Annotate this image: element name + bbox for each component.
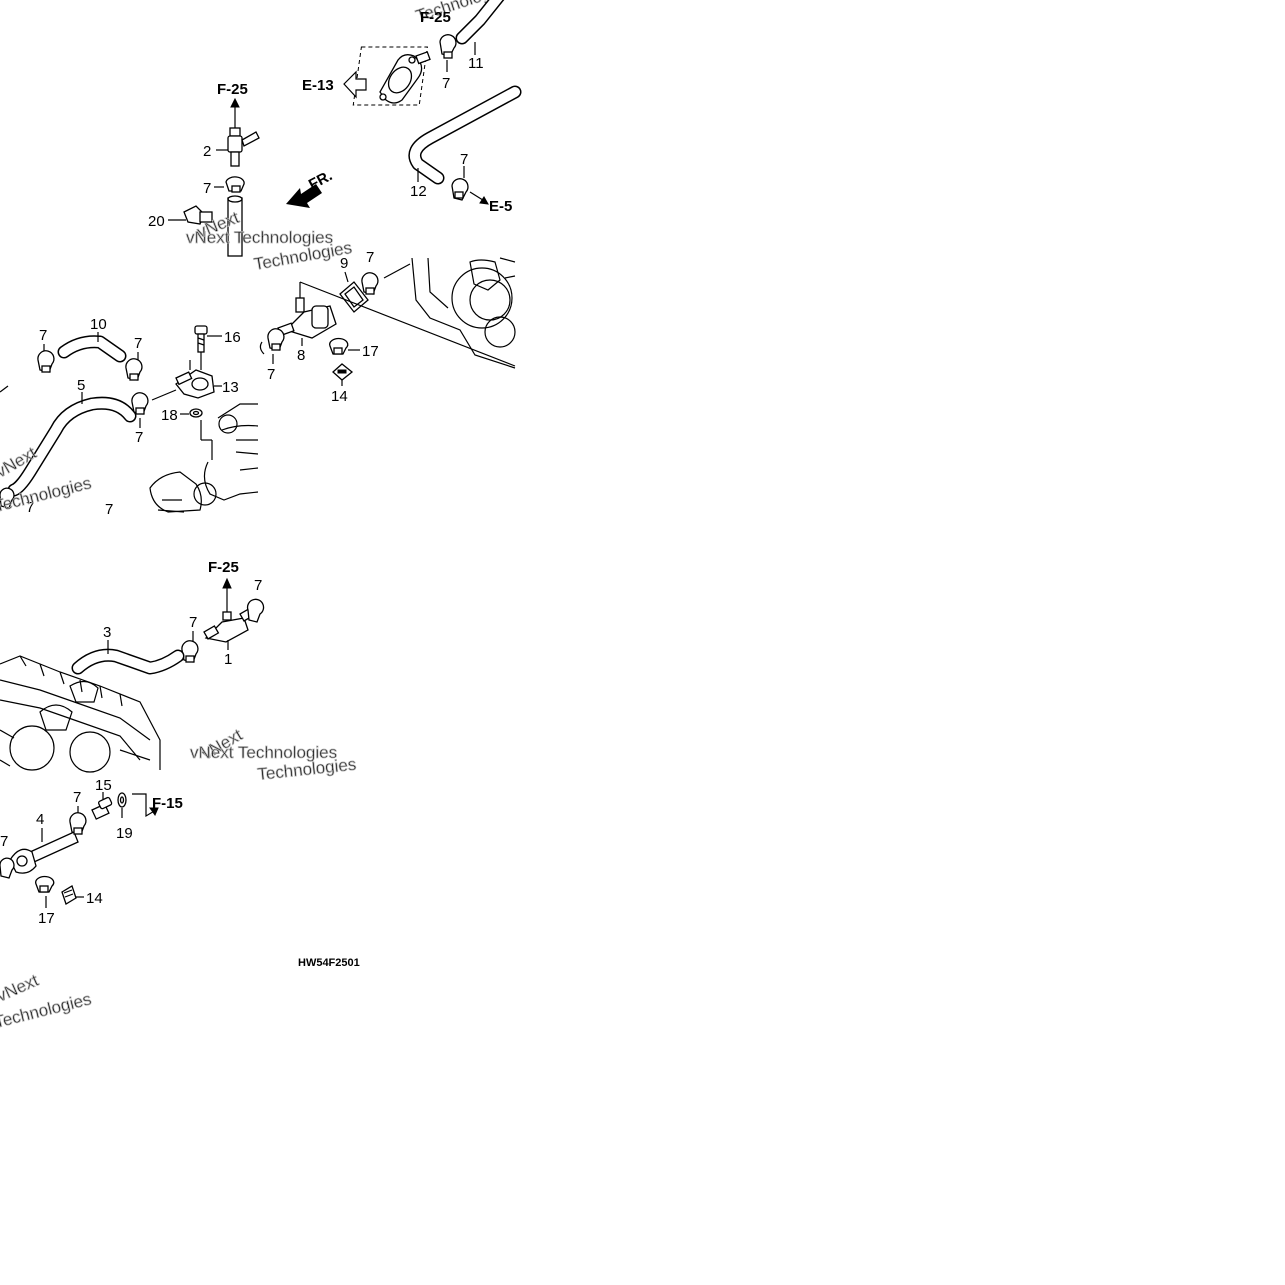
label-4: 4 — [36, 811, 44, 828]
clamp-icon — [267, 328, 285, 351]
connector-8 — [277, 297, 337, 339]
throttle-body — [149, 403, 259, 513]
arrow-up-icon — [222, 577, 232, 589]
ref-e13: E-13 — [302, 77, 334, 94]
label-7-g: 7 — [134, 335, 142, 352]
clamp-icon — [181, 640, 199, 663]
clamp-icon — [439, 34, 457, 59]
ref-f15: F-15 — [152, 795, 183, 812]
label-7-n: 7 — [73, 789, 81, 806]
arrow-icon — [479, 196, 489, 205]
label-18: 18 — [161, 407, 178, 424]
bolt-16 — [194, 325, 208, 353]
label-7-j: 7 — [105, 501, 113, 518]
clamp-17 — [329, 337, 349, 355]
label-14-a: 14 — [331, 388, 348, 405]
label-11: 11 — [468, 55, 484, 72]
label-3: 3 — [103, 624, 111, 641]
panel-top: Technologies F-25 11 7 E-13 12 — [148, 0, 522, 257]
label-10: 10 — [90, 316, 107, 333]
watermark-text: vNext — [0, 971, 42, 1006]
label-14-b: 14 — [86, 890, 103, 907]
label-17-b: 17 — [38, 910, 55, 927]
label-7-c: 7 — [203, 180, 211, 197]
label-15: 15 — [95, 777, 112, 794]
label-13: 13 — [222, 379, 239, 396]
fitting-15 — [91, 796, 113, 820]
label-9: 9 — [340, 255, 348, 272]
ref-f25-top-right: F-25 — [420, 9, 451, 26]
water-outlet-13 — [175, 369, 215, 399]
panel-left-middle: 10 7 7 16 — [0, 316, 259, 518]
clamp-icon — [246, 598, 265, 623]
clip-20 — [183, 205, 213, 225]
three-way-joint-2 — [227, 127, 260, 167]
label-1: 1 — [224, 651, 232, 668]
ref-f25-lower: F-25 — [208, 559, 239, 576]
ref-e5: E-5 — [489, 198, 512, 215]
watermark-text: Technologies — [0, 473, 93, 515]
label-7-m: 7 — [0, 833, 8, 850]
clamp-icon — [0, 487, 15, 509]
label-7-e: 7 — [267, 366, 275, 383]
clamp-icon — [225, 176, 245, 193]
label-7-a: 7 — [442, 75, 450, 92]
panel-left-lower: F-25 1 7 7 3 — [0, 559, 358, 784]
label-20: 20 — [148, 213, 165, 230]
panel-bottom: 4 7 17 14 7 — [0, 777, 360, 1032]
label-7-h: 7 — [135, 429, 143, 446]
clamp-icon — [125, 358, 143, 381]
label-7-i: 7 — [26, 499, 34, 516]
label-2: 2 — [203, 143, 211, 160]
label-7-b: 7 — [460, 151, 468, 168]
panel-right-middle: Technologies 7 9 — [252, 238, 516, 405]
arrow-up-icon — [230, 97, 240, 108]
clip-14 — [61, 885, 77, 905]
coolant-outlet-gasket — [379, 51, 431, 104]
gasket-9 — [339, 281, 369, 313]
label-8: 8 — [297, 347, 305, 364]
clamp-icon — [0, 857, 15, 879]
label-16: 16 — [224, 329, 241, 346]
label-7-k: 7 — [254, 577, 262, 594]
clip-14 — [332, 363, 354, 381]
clamp-icon — [37, 350, 55, 373]
ref-f25-left: F-25 — [217, 81, 248, 98]
pipe-4 — [29, 831, 79, 863]
arrow-icon — [149, 807, 159, 817]
watermark-text: vNext Technologies — [186, 228, 333, 247]
watermark-text: vNext Technologies — [190, 743, 337, 762]
e13-arrow-icon — [343, 70, 367, 99]
clamp-icon — [451, 178, 469, 201]
pipe-flange — [9, 848, 37, 874]
label-17-a: 17 — [362, 343, 379, 360]
clamp-icon — [131, 392, 149, 415]
front-arrow-icon — [286, 184, 322, 208]
dashed-group-box — [352, 46, 428, 106]
clamp-17 — [35, 875, 55, 893]
diagram-code: HW54F2501 — [298, 957, 360, 969]
clamp-icon — [69, 812, 87, 835]
engine-head — [411, 257, 516, 369]
intake-manifold — [0, 655, 161, 773]
label-7-f: 7 — [39, 327, 47, 344]
label-19: 19 — [116, 825, 133, 842]
label-7-d: 7 — [366, 249, 374, 266]
label-7-l: 7 — [189, 614, 197, 631]
label-5: 5 — [77, 377, 85, 394]
clamp-icon — [361, 272, 379, 295]
label-12: 12 — [410, 183, 427, 200]
